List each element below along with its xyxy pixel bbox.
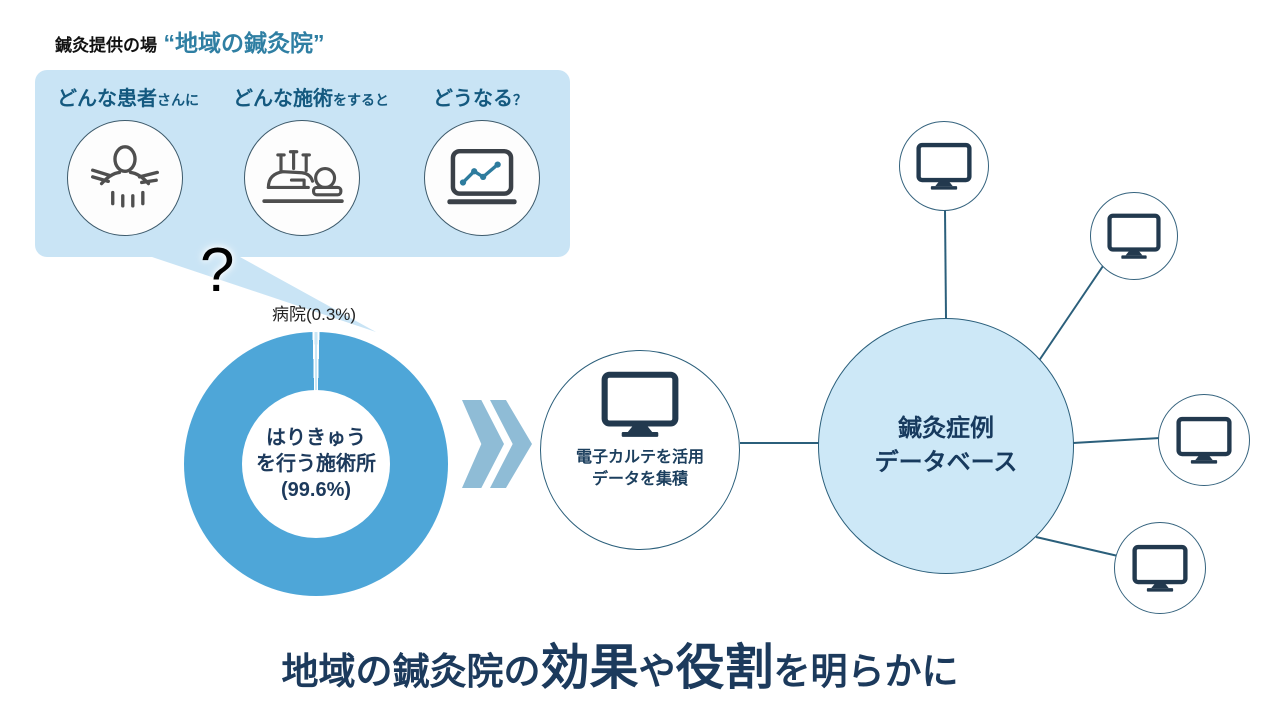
patient-circle	[67, 120, 183, 236]
monitor-icon	[1132, 544, 1188, 592]
bubble-heading-outcome: どうなる？	[433, 88, 527, 110]
ehr-collector-node: 電子カルテを活用 データを集積	[540, 350, 740, 550]
page-title: 鍼灸提供の場 “地域の鍼灸院”	[55, 24, 324, 58]
outcome-circle	[424, 120, 540, 236]
treatment-circle	[244, 120, 360, 236]
acupuncture-icon	[262, 150, 344, 203]
monitor-icon	[601, 371, 679, 437]
donut-callout-label: 病院(0.3%)	[272, 305, 357, 324]
monitor-icon	[916, 142, 972, 190]
monitor-icon	[1176, 416, 1232, 464]
terminal-node	[1158, 394, 1250, 486]
bubble-heading-treatment: どんな施術をすると	[233, 88, 389, 110]
patient-massage-icon	[91, 145, 159, 208]
monitor-icon	[1107, 213, 1161, 259]
chart-laptop-icon	[447, 148, 517, 205]
collector-label: 電子カルテを活用 データを集積	[575, 449, 704, 488]
terminal-node	[899, 121, 989, 211]
donut-chart: はりきゅう を行う施術所 (99.6%)	[184, 332, 448, 596]
donut-center-label: はりきゅう を行う施術所 (99.6%)	[242, 390, 390, 538]
database-hub-node: 鍼灸症例 データベース	[818, 318, 1074, 574]
question-bubble: どんな患者さんに どんな施術をすると どうなる？	[35, 70, 570, 257]
bubble-heading-patient: どんな患者さんに	[57, 88, 199, 110]
title-prefix: 鍼灸提供の場	[55, 36, 157, 55]
bottom-headline: 地域の鍼灸院の効果や役割を明らかに	[281, 641, 959, 695]
terminal-node	[1114, 522, 1206, 614]
title-quoted: “地域の鍼灸院”	[163, 30, 325, 56]
question-mark: ?	[200, 236, 235, 305]
terminal-node	[1090, 192, 1178, 280]
